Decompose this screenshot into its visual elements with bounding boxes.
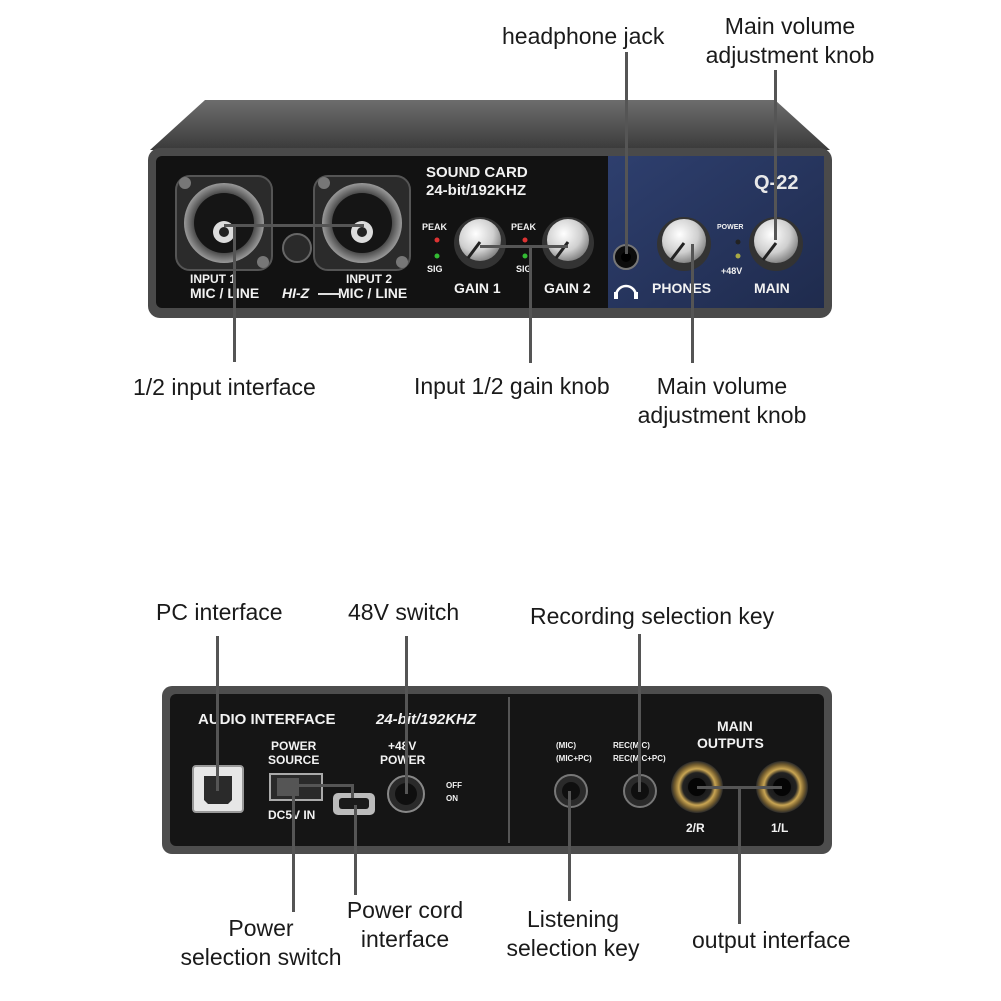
callout-output-interface: output interface [692,927,851,953]
power48-label-2: POWER [380,753,426,767]
callout-power-switch-line1: Power [228,915,294,941]
input2-label: INPUT 2 [346,272,393,286]
hiz-button[interactable] [282,233,312,263]
callout-main-volume-bottom-line1: Main volume [656,373,788,399]
callout-listening-key-line1: Listening [526,906,620,932]
power48-label: +48V [388,739,417,753]
callout-power-cord-line2: interface [360,926,450,952]
headphone-jack[interactable] [613,244,639,270]
leader-power-cord [354,805,357,895]
on-label: ON [446,794,458,803]
leader-input-interface-v [233,224,236,362]
rec-mic-label: REC(MIC) [613,741,650,750]
listening-selection-key[interactable] [554,774,588,808]
leader-output-interface [738,786,741,924]
main-label: MAIN [754,280,790,296]
input1-label: INPUT 1 [190,272,237,286]
main-volume-knob[interactable] [749,217,803,271]
leader-power-switch [292,784,295,912]
hiz-label: HI-Z [282,285,310,301]
power-source-label-2: SOURCE [268,753,320,767]
leader-power-switch-h1 [293,784,353,787]
gain1-label: GAIN 1 [454,280,501,296]
back-bit-rate-label: 24-bit/192KHZ [376,711,477,728]
callout-gain-knob: Input 1/2 gain knob [414,373,610,399]
phantom-led [735,253,741,259]
peak1-label: PEAK [422,222,448,232]
leader-gain-knob-h [480,245,568,248]
dc5v-label: DC5V IN [268,808,316,822]
input2-combo-jack[interactable] [313,175,411,271]
callout-power-switch: Power selection switch [166,914,356,972]
callout-headphone-jack: headphone jack [502,23,665,49]
callout-main-volume-bottom-line2: adjustment knob [637,402,807,428]
leader-main-volume-bottom [691,244,694,363]
leader-recording-key [638,634,641,792]
leader-pc-interface [216,636,219,791]
gain2-label: GAIN 2 [544,280,591,296]
callout-power-cord-line1: Power cord [346,897,464,923]
leader-headphone-jack [625,52,628,254]
phones-label: PHONES [652,280,712,296]
peak2-led [522,237,528,243]
output-1l-jack[interactable] [756,761,808,813]
callout-main-volume-top-line1: Main volume [724,13,856,39]
callout-pc-interface: PC interface [156,599,283,625]
micro-usb-port[interactable] [333,793,375,815]
power-label: POWER [717,224,744,231]
phantom-label: +48V [721,266,743,276]
callout-listening-key-line2: selection key [506,935,640,961]
input1-type-label: MIC / LINE [190,285,260,301]
callout-input-interface: 1/2 input interface [133,374,316,400]
leader-power-switch-h2 [351,784,354,798]
leader-main-volume-top [774,70,777,240]
callout-48v-switch: 48V switch [348,599,460,625]
listen-mic-label: (MIC) [556,741,576,750]
out-1l-label: 1/L [771,821,789,835]
power-led [735,239,741,245]
input1-combo-jack[interactable] [175,175,273,271]
callout-power-switch-line2: selection switch [180,944,342,970]
gain1-knob[interactable] [454,217,506,269]
leader-listening-key [568,791,571,901]
sound-card-label: SOUND CARD [426,164,528,181]
callout-listening-key: Listening selection key [493,905,653,963]
bit-rate-label: 24-bit/192KHZ [426,182,527,199]
callout-main-volume-bottom: Main volume adjustment knob [622,372,822,430]
power-source-label: POWER [271,739,317,753]
sig1-label: SIG [427,264,443,274]
callout-main-volume-top-line2: adjustment knob [705,42,875,68]
leader-input-interface-h [224,224,364,227]
sig2-label: SIG [516,264,532,274]
leader-48v-switch [405,636,408,794]
callout-recording-key: Recording selection key [530,603,775,629]
listen-mic-pc-label: (MIC+PC) [556,754,592,763]
sig2-led [522,253,528,259]
sig1-led [434,253,440,259]
main-outputs-label: MAIN [717,718,753,734]
main-outputs-label-2: OUTPUTS [697,735,764,751]
power-source-switch[interactable] [269,773,323,801]
out-2r-label: 2/R [686,821,705,835]
headphone-icon [614,284,638,299]
callout-power-cord: Power cord interface [332,896,478,954]
gain2-knob[interactable] [542,217,594,269]
input2-type-label: MIC / LINE [338,285,408,301]
callout-main-volume-top: Main volume adjustment knob [690,12,890,70]
peak2-label: PEAK [511,222,537,232]
audio-interface-label: AUDIO INTERFACE [198,711,336,728]
leader-gain-knob-v [529,245,532,363]
phones-knob[interactable] [657,217,711,271]
peak1-led [434,237,440,243]
hiz-divider [318,293,340,295]
off-label: OFF [446,781,462,790]
